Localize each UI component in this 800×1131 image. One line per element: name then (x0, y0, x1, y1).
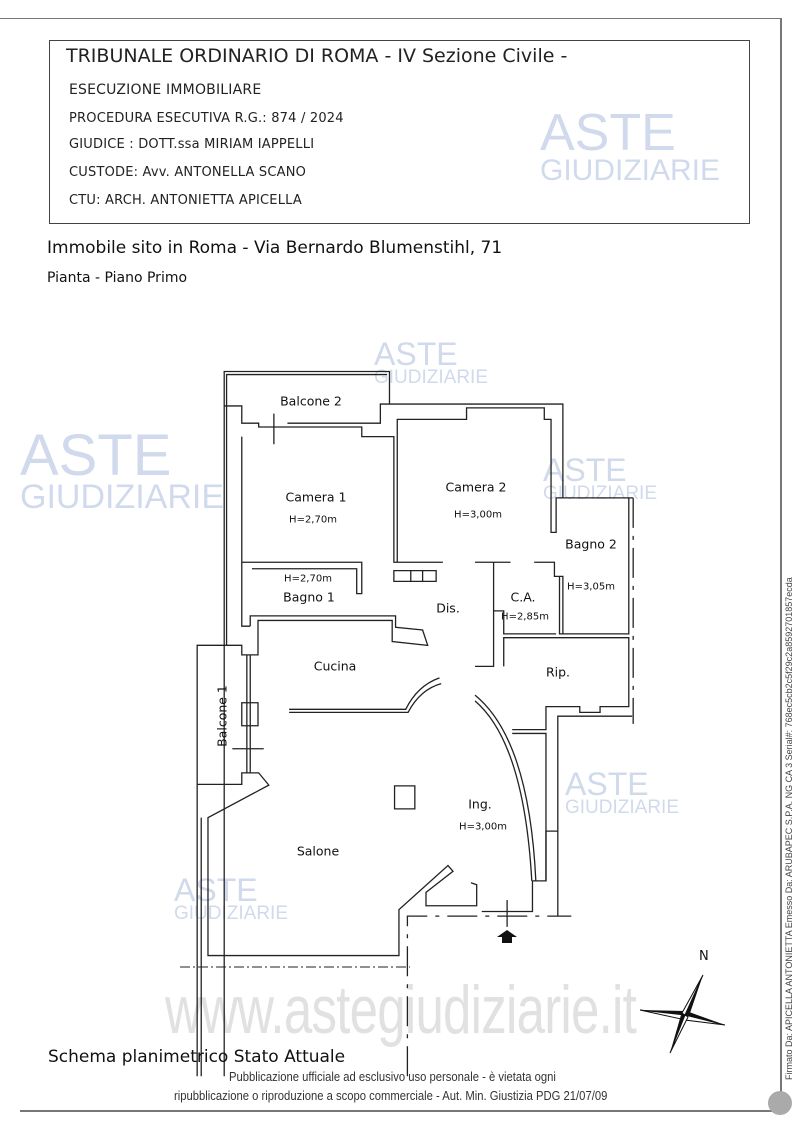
window (242, 703, 258, 726)
room-label: Ing. (468, 796, 492, 812)
kitchen-curved-wall (289, 684, 441, 713)
room-label: Camera 1 (285, 489, 347, 505)
room-height: H=3,00m (459, 821, 507, 833)
wall (197, 773, 477, 956)
page-border-bottom (20, 1110, 780, 1112)
boundary-dashdot (407, 916, 571, 1076)
digital-signature: Firmato Da: APICELLA ANTONIETTA Emesso D… (784, 577, 794, 1080)
room-label: Salone (296, 843, 340, 859)
curved-wall (475, 695, 536, 881)
wall (397, 408, 633, 562)
page-border-top (0, 18, 781, 19)
shaft (394, 571, 436, 582)
wall (287, 404, 562, 498)
compass-north-label: N (699, 949, 709, 964)
ctu: CTU: ARCH. ANTONIETTA APICELLA (69, 193, 302, 208)
wall (197, 616, 428, 1076)
room-label: Camera 2 (445, 479, 507, 495)
room-label: Bagno 2 (565, 536, 617, 552)
room-height: H=2,70m (289, 514, 337, 526)
room-label: C.A. (510, 589, 536, 605)
room-label: Rip. (545, 664, 571, 680)
watermark-site: www.astegiudiziarie.it (165, 972, 637, 1048)
compass-icon (639, 974, 726, 1054)
publication-notice: Pubblicazione ufficiale ad esclusivo uso… (229, 1070, 556, 1084)
room-label: Balcone 2 (280, 393, 342, 409)
publication-notice: ripubblicazione o riproduzione a scopo c… (174, 1089, 608, 1103)
room-height: H=2,85m (501, 611, 549, 623)
execution-type: ESECUZIONE IMMOBILIARE (69, 82, 262, 98)
wall (242, 562, 362, 593)
room-height: H=2,70m (284, 573, 332, 585)
seal-badge-icon (768, 1091, 792, 1115)
wall (227, 375, 388, 646)
judge: GIUDICE : DOTT.ssa MIRIAM IAPPELLI (69, 137, 315, 152)
court-title: TRIBUNALE ORDINARIO DI ROMA - IV Sezione… (66, 45, 568, 67)
room-label: Bagno 1 (283, 589, 335, 605)
page-border-right (780, 18, 782, 1111)
room-height: H=3,00m (454, 509, 502, 521)
procedure-number: PROCEDURA ESECUTIVA R.G.: 874 / 2024 (69, 111, 344, 126)
wall (224, 406, 443, 562)
wall (504, 638, 629, 730)
wall (475, 562, 494, 666)
wall (224, 371, 389, 1076)
header-box (49, 40, 750, 224)
room-label: Dis. (436, 600, 460, 616)
kitchen-curved-wall (289, 678, 439, 709)
entrance-arrow-icon (497, 930, 517, 943)
room-height: H=3,05m (567, 581, 615, 593)
plan-caption: Schema planimetrico Stato Attuale (48, 1047, 346, 1067)
wall (494, 611, 557, 634)
wall (534, 562, 563, 634)
wall (560, 498, 629, 634)
wall (242, 437, 250, 627)
wall (482, 716, 632, 911)
room-label: Cucina (313, 658, 357, 674)
curved-wall (475, 701, 532, 881)
room-label: Balcone 1 (214, 685, 230, 747)
column (395, 786, 415, 809)
plan-subtitle: Pianta - Piano Primo (47, 270, 188, 286)
custodian: CUSTODE: Avv. ANTONELLA SCANO (69, 165, 307, 180)
wall (512, 733, 546, 880)
property-address: Immobile sito in Roma - Via Bernardo Blu… (47, 238, 503, 258)
